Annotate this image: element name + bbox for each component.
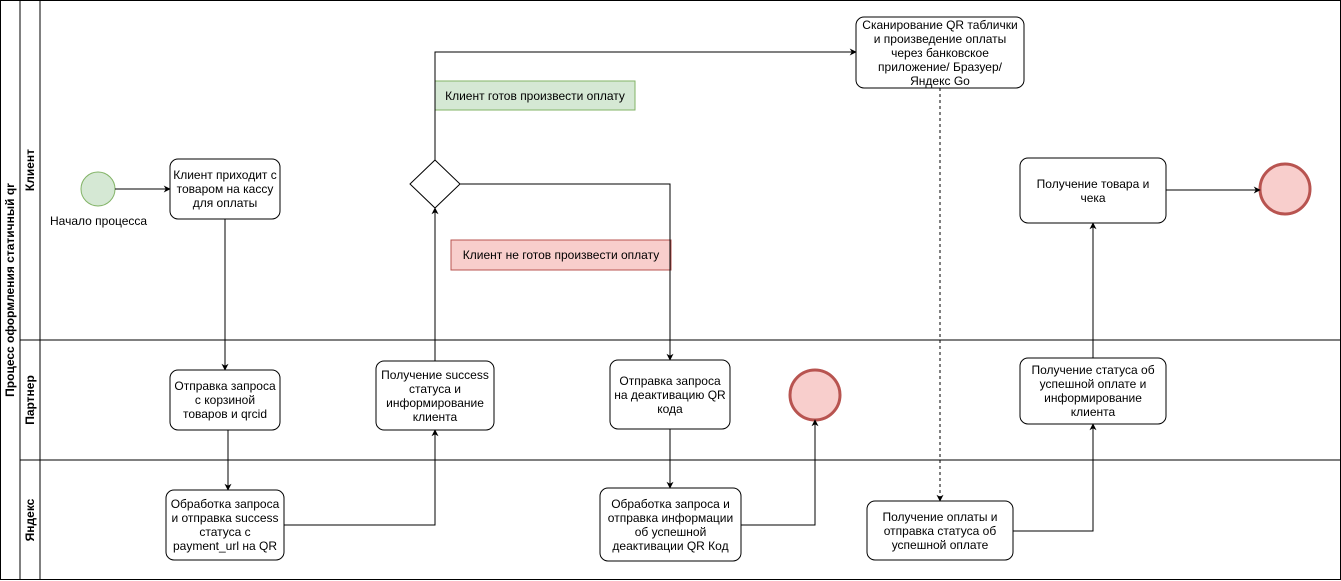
task-send-cart-box[interactable] [169, 369, 281, 431]
task-receive-success-box[interactable] [375, 360, 495, 431]
decision-gateway[interactable] [409, 159, 461, 209]
task-client-arrives-box[interactable] [169, 158, 281, 220]
task-receive-goods-box[interactable] [1019, 157, 1167, 224]
end-event-partner[interactable] [788, 368, 842, 422]
pool-title: Процесс оформления статичный qr [3, 183, 17, 397]
condition-ready-box [434, 80, 636, 111]
flow-gateway-not-ready-to-deactivate [460, 183, 674, 361]
flow-gateway-ready-to-scan [434, 48, 857, 160]
condition-not-ready-box [450, 239, 672, 271]
task-receive-status-box[interactable] [1019, 357, 1167, 425]
end-event-client[interactable] [1258, 162, 1312, 216]
lane-title-yandex: Яндекс [23, 498, 37, 541]
task-process-request-box[interactable] [165, 489, 285, 561]
task-process-deactivation-box[interactable] [599, 487, 742, 562]
flow-process-deactivation-to-end [741, 419, 819, 526]
task-deactivate-request-box[interactable] [609, 359, 731, 430]
lane-title-partner: Партнер [23, 375, 37, 425]
task-scan-qr-box[interactable] [855, 16, 1025, 89]
start-event[interactable] [80, 171, 116, 207]
task-receive-payment-box[interactable] [866, 500, 1014, 561]
flow-receive-payment-to-status [1013, 423, 1097, 532]
condition-not-ready-label: Клиент не готов произвести оплату [462, 248, 660, 262]
lane-title-client: Клиент [23, 149, 37, 191]
condition-ready-label: Клиент готов произвести оплату [445, 88, 625, 103]
flow-process-to-receive-success [284, 429, 439, 526]
start-event-label: Начало процесса [50, 214, 148, 228]
